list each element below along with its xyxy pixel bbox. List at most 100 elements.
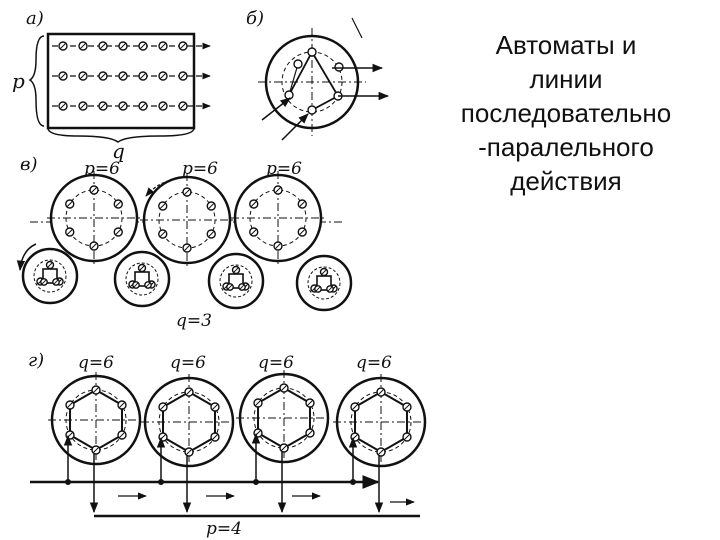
title-line-2: линии — [529, 64, 603, 94]
position-mark — [160, 73, 166, 79]
position-mark — [307, 400, 313, 406]
process-rotor-4 — [333, 374, 429, 470]
position-mark — [352, 404, 358, 410]
position-mark — [208, 203, 215, 209]
position-mark — [307, 430, 313, 436]
position-mark — [133, 282, 139, 288]
position-mark — [378, 449, 384, 455]
title-line-5: действия — [510, 166, 622, 196]
large-rotor-1 — [47, 171, 141, 265]
panel-g-bottom-label: p=4 — [206, 519, 242, 539]
position-mark — [378, 389, 384, 395]
panel-g-rotor-3-label: q=6 — [258, 353, 294, 373]
position-mark — [160, 404, 166, 410]
position-mark — [120, 73, 126, 79]
panel-v-small-label: q=3 — [176, 311, 212, 331]
large-rotor-2 — [140, 173, 234, 267]
panel-label-a: а) — [26, 8, 44, 29]
position-mark — [404, 404, 410, 410]
position-mark — [160, 103, 166, 109]
position-mark — [80, 43, 86, 49]
position-mark — [180, 73, 186, 79]
position-mark — [239, 284, 245, 290]
position-mark — [93, 447, 99, 453]
position-mark — [41, 279, 47, 285]
position-mark — [139, 265, 145, 271]
panel-g-rotor-1-label: q=6 — [78, 353, 114, 373]
position-mark — [159, 203, 166, 209]
title-line-1: Автоматы и — [495, 30, 637, 60]
position-mark — [281, 385, 287, 391]
position-mark — [66, 201, 73, 207]
position-mark — [80, 73, 86, 79]
position-mark — [184, 189, 190, 195]
panel-v-small-rotors — [21, 247, 353, 312]
position-mark — [60, 43, 66, 49]
position-mark — [321, 269, 327, 275]
position-mark — [250, 229, 257, 235]
position-mark — [140, 73, 146, 79]
position-mark — [145, 282, 151, 288]
position-mark — [119, 402, 125, 408]
position-mark — [80, 103, 86, 109]
position-mark — [119, 432, 125, 438]
position-mark — [212, 434, 218, 440]
position-mark — [67, 402, 73, 408]
panel-g-conveyors — [30, 475, 420, 518]
position-mark — [315, 286, 321, 292]
position-mark — [208, 231, 215, 237]
position-mark — [159, 231, 166, 237]
position-mark — [115, 229, 122, 235]
position-mark — [212, 404, 218, 410]
position-mark — [299, 229, 306, 235]
panel-g-rotor-4-label: q=6 — [356, 353, 392, 373]
title-line-3: последовательно — [460, 98, 672, 128]
position-mark — [180, 103, 186, 109]
position-mark — [120, 103, 126, 109]
panel-a-work-positions — [52, 41, 211, 111]
position-mark — [120, 43, 126, 49]
position-mark — [281, 445, 287, 451]
small-rotor-3 — [207, 252, 265, 310]
position-mark — [47, 262, 53, 268]
small-rotor-2 — [113, 250, 171, 308]
position-mark — [91, 243, 97, 249]
position-mark — [100, 43, 106, 49]
slide-title: Автоматы и линии последовательно -парале… — [435, 28, 697, 198]
position-mark — [100, 103, 106, 109]
position-mark — [66, 229, 73, 235]
panel-a-label-p: p — [12, 69, 25, 93]
position-mark — [160, 43, 166, 49]
panel-g-rotors — [48, 370, 429, 514]
process-rotor-3 — [236, 370, 332, 466]
position-mark — [299, 201, 306, 207]
position-mark — [250, 201, 257, 207]
position-mark — [53, 279, 59, 285]
panel-g-rotor-2-label: q=6 — [170, 353, 206, 373]
position-mark — [186, 389, 192, 395]
position-mark — [184, 245, 190, 251]
panel-a-label-q: q — [112, 139, 125, 163]
position-mark — [233, 267, 239, 273]
position-mark — [93, 387, 99, 393]
position-mark — [91, 187, 97, 193]
panel-a-frame — [46, 32, 196, 130]
position-mark — [60, 103, 66, 109]
large-rotor-3 — [231, 171, 325, 265]
position-mark — [186, 449, 192, 455]
position-mark — [327, 286, 333, 292]
title-line-4: -паралельного — [478, 132, 654, 162]
position-mark — [115, 201, 122, 207]
position-mark — [404, 434, 410, 440]
position-mark — [140, 103, 146, 109]
panel-v-large-rotors — [47, 171, 325, 267]
panel-v-rotor-2-label: p=6 — [182, 159, 218, 179]
position-mark — [140, 43, 146, 49]
panel-label-v: в) — [20, 154, 38, 175]
position-mark — [255, 400, 261, 406]
small-rotor-4 — [295, 254, 353, 312]
position-mark — [180, 43, 186, 49]
process-rotor-1 — [48, 372, 144, 468]
panel-v-rotation-arrow-left — [16, 243, 37, 272]
